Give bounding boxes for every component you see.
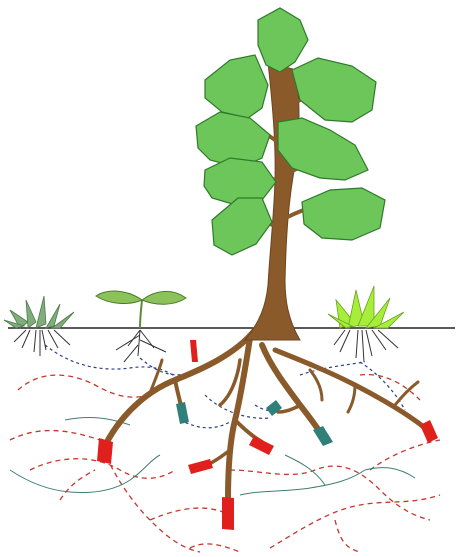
teal-solid-hyphae (10, 418, 415, 495)
leaf (205, 55, 268, 118)
grass-clump-left (4, 296, 74, 356)
seedling-leaf-right (142, 291, 186, 304)
red-root-tips (97, 340, 438, 530)
tree-canopy (196, 8, 385, 255)
leaf (292, 58, 376, 122)
seedling-leaf-left (96, 291, 142, 303)
leaf (258, 8, 308, 72)
leaf (212, 198, 272, 255)
tree-roots (108, 330, 425, 500)
seedling (96, 291, 186, 362)
leaf (302, 188, 385, 240)
grass-clump-right (328, 286, 404, 362)
